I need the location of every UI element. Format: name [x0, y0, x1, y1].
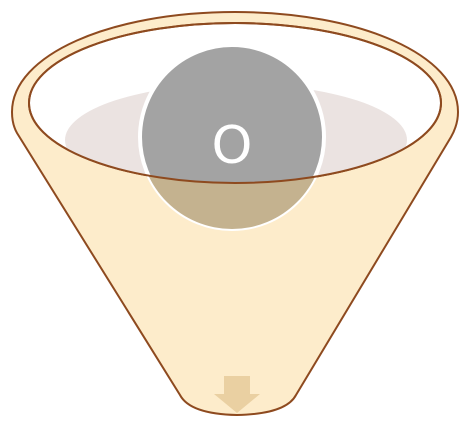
ball-label: O [212, 116, 253, 176]
